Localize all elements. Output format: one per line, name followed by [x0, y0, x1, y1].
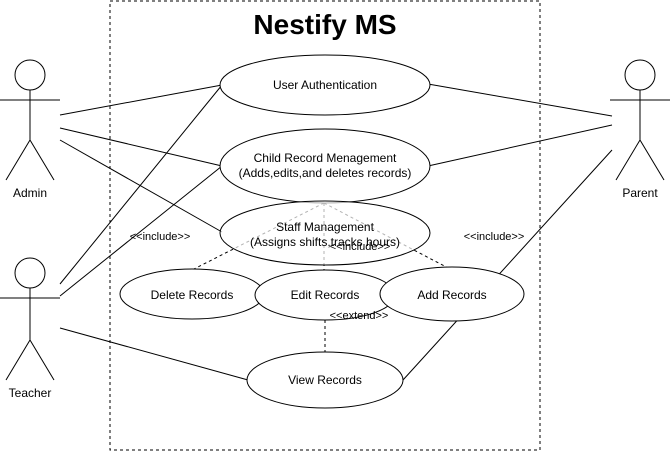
- assoc-admin-child: [59, 127, 223, 167]
- use-case-delete-records: Delete Records: [119, 268, 265, 320]
- include-label-right: <<include>>: [464, 231, 525, 243]
- use-case-add-records: Add Records: [379, 266, 525, 322]
- actor-leg-right: [29, 139, 55, 181]
- assoc-teacher-auth: [59, 84, 223, 285]
- use-case-child-record-management: Child Record Menagement (Adds,edits,and …: [219, 128, 431, 204]
- include-label-left: <<include>>: [130, 231, 191, 243]
- actor-head: [624, 59, 656, 91]
- actor-parent: Parent: [610, 59, 670, 200]
- actor-label: Parent: [622, 186, 658, 200]
- actor-admin: Admin: [0, 59, 60, 200]
- use-case-label: User Authentication: [273, 78, 377, 92]
- use-case-sublabel: (Assigns shifts,tracks hours): [250, 235, 400, 249]
- extend-label: <<extend>>: [330, 310, 389, 322]
- actor-leg-right: [29, 339, 55, 381]
- actor-leg-left: [5, 339, 31, 381]
- actor-label: Teacher: [9, 386, 52, 400]
- assoc-teacher-view: [59, 327, 249, 381]
- assoc-admin-auth: [59, 84, 223, 116]
- actor-label: Admin: [13, 186, 47, 200]
- actor-leg-left: [5, 139, 31, 181]
- use-case-sublabel: (Adds,edits,and deletes records): [239, 166, 412, 180]
- actor-leg-left: [615, 139, 641, 181]
- assoc-teacher-child: [59, 165, 223, 297]
- actor-teacher: Teacher: [0, 257, 60, 400]
- actor-head: [14, 257, 46, 289]
- actor-head: [14, 59, 46, 91]
- system-title: Nestify MS: [253, 9, 396, 40]
- include-label-center: <<include>>: [330, 241, 391, 253]
- use-case-label: Add Records: [417, 288, 486, 302]
- use-case-staff-management: Staff Management (Assigns shifts,tracks …: [219, 200, 431, 266]
- use-case-user-authentication: User Authentication: [219, 54, 431, 116]
- use-case-label: Child Record Menagement: [254, 151, 397, 165]
- use-case-view-records: View Records: [246, 351, 404, 409]
- use-case-label: Edit Records: [291, 288, 360, 302]
- system-boundary: [109, 0, 541, 451]
- assoc-parent-auth: [427, 83, 613, 117]
- assoc-parent-view: [402, 149, 613, 381]
- use-case-edit-records: Edit Records: [254, 269, 396, 321]
- use-case-label: View Records: [288, 373, 362, 387]
- assoc-admin-staff: [59, 139, 223, 233]
- associations: [59, 83, 613, 381]
- actor-leg-right: [639, 139, 665, 181]
- use-case-label: Delete Records: [151, 288, 234, 302]
- assoc-parent-child: [427, 124, 613, 167]
- use-case-label: Staff Management: [276, 220, 375, 234]
